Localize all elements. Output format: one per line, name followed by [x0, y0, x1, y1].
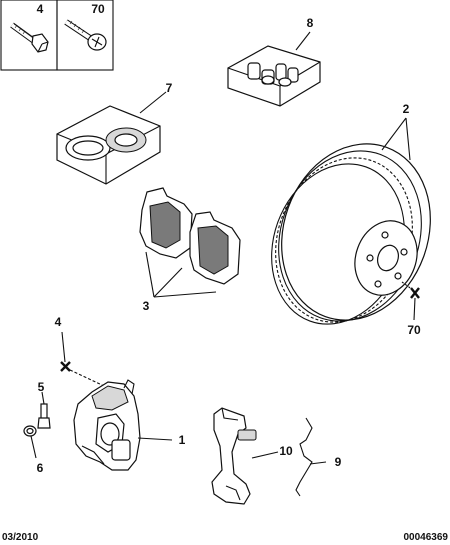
header-box-4: 4 — [0, 0, 58, 71]
header-box-70: 70 — [56, 0, 114, 71]
callout-7: 7 — [166, 81, 173, 95]
callout-2: 2 — [403, 102, 410, 116]
screw-countersunk-icon — [64, 19, 107, 51]
leader-70 — [413, 297, 416, 321]
caliper-bolt-marker — [60, 361, 71, 372]
leader-3c — [153, 291, 217, 298]
leader-8 — [295, 31, 311, 51]
callout-1: 1 — [179, 433, 186, 447]
callout-3: 3 — [143, 299, 150, 313]
header-box-70-number: 70 — [91, 2, 105, 16]
leader-3a — [145, 251, 155, 298]
leader-1 — [137, 437, 173, 441]
header-box-4-number: 4 — [37, 2, 44, 16]
leader-6 — [30, 435, 37, 459]
callout-4: 4 — [55, 315, 62, 329]
pin-kit-box — [227, 45, 321, 107]
callout-5: 5 — [38, 380, 45, 394]
footer-date: 03/2010 — [2, 532, 39, 543]
leader-2b — [405, 117, 411, 161]
leader-4-dashed — [69, 369, 105, 387]
callout-9: 9 — [335, 455, 342, 469]
brake-caliper — [73, 379, 141, 471]
leader-9 — [309, 461, 327, 465]
brake-pads — [139, 187, 241, 285]
callout-10: 10 — [279, 444, 293, 458]
seal-kit-box — [56, 105, 161, 185]
brake-disc — [271, 143, 431, 325]
leader-10 — [251, 451, 279, 459]
callout-6: 6 — [37, 461, 44, 475]
callout-8: 8 — [307, 16, 314, 30]
leader-4 — [61, 331, 66, 363]
bleed-screw — [37, 403, 51, 429]
caliper-bracket — [211, 407, 257, 505]
bolt-hex-head-icon — [10, 22, 49, 53]
leader-3b — [153, 267, 183, 298]
leader-7 — [139, 91, 167, 114]
callout-70: 70 — [407, 323, 421, 337]
bleed-cap — [23, 425, 37, 437]
leader-5 — [41, 391, 45, 405]
footer-reference: 00046369 — [404, 532, 449, 543]
anti-rattle-clip — [295, 417, 313, 497]
leader-2a — [381, 117, 407, 151]
